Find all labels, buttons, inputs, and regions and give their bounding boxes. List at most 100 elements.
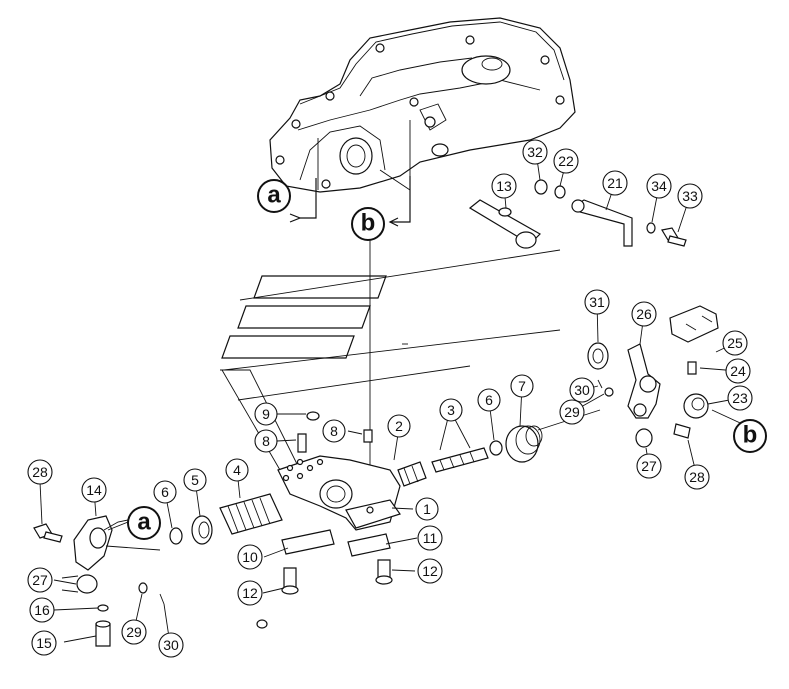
- screw-24: [687, 361, 697, 375]
- callout-24[interactable]: 24: [725, 358, 751, 384]
- callout-27b[interactable]: 27: [636, 453, 662, 479]
- bolt-12b: [375, 559, 393, 585]
- callout-13[interactable]: 13: [491, 173, 517, 199]
- ring-29b: [604, 387, 614, 397]
- callout-5[interactable]: 5: [183, 468, 207, 492]
- plate-10: [281, 529, 335, 555]
- reference-markers: a b a b: [127, 179, 767, 540]
- callout-10[interactable]: 10: [237, 544, 263, 570]
- svg-text:14: 14: [86, 482, 102, 498]
- callout-29b[interactable]: 29: [559, 399, 585, 425]
- bolt-12a: [281, 567, 299, 595]
- housing-break-lines: [289, 176, 411, 227]
- svg-text:a: a: [137, 509, 151, 536]
- lift-arm-body: [277, 455, 401, 531]
- pin-8a: [297, 433, 307, 453]
- callout-16[interactable]: 16: [29, 597, 55, 623]
- bolt-15: [95, 620, 111, 647]
- lever-14: [73, 515, 161, 571]
- ring-22: [554, 185, 566, 199]
- cotter-pin-30a: [159, 593, 165, 605]
- callout-1[interactable]: 1: [415, 497, 439, 521]
- svg-text:6: 6: [485, 392, 493, 408]
- svg-text:9: 9: [262, 406, 270, 422]
- svg-text:21: 21: [607, 175, 623, 191]
- washer-16: [97, 604, 109, 612]
- svg-text:12: 12: [242, 585, 258, 601]
- callout-25[interactable]: 25: [722, 330, 748, 356]
- small-ring: [256, 619, 268, 629]
- callout-27a[interactable]: 27: [27, 567, 53, 593]
- svg-text:32: 32: [527, 144, 543, 160]
- svg-text:12: 12: [422, 563, 438, 579]
- svg-text:a: a: [267, 182, 281, 209]
- svg-text:31: 31: [589, 294, 605, 310]
- transmission-housing: [269, 17, 576, 193]
- svg-text:34: 34: [651, 178, 667, 194]
- callout-2[interactable]: 2: [387, 414, 411, 438]
- bushing-27a: [61, 574, 98, 594]
- callout-22[interactable]: 22: [553, 148, 579, 174]
- svg-text:1: 1: [423, 501, 431, 517]
- ring-29a: [138, 582, 148, 594]
- callout-28b[interactable]: 28: [684, 464, 710, 490]
- svg-text:29: 29: [126, 624, 142, 640]
- bushing-27b: [635, 428, 653, 448]
- callout-34[interactable]: 34: [646, 173, 672, 199]
- callout-8b[interactable]: 8: [322, 419, 346, 443]
- callout-21[interactable]: 21: [602, 170, 628, 196]
- svg-text:22: 22: [558, 153, 574, 169]
- reference-marker-a-top[interactable]: a: [257, 179, 291, 213]
- callout-6b[interactable]: 6: [477, 388, 501, 412]
- svg-text:16: 16: [34, 602, 50, 618]
- callout-23[interactable]: 23: [727, 385, 753, 411]
- svg-text:27: 27: [641, 458, 657, 474]
- callout-30b[interactable]: 30: [569, 377, 595, 403]
- svg-text:4: 4: [233, 462, 241, 478]
- cotter-pin-30b: [597, 379, 603, 389]
- pin-9: [306, 411, 320, 421]
- callout-9[interactable]: 9: [254, 402, 278, 426]
- callout-31[interactable]: 31: [584, 289, 610, 315]
- callout-3[interactable]: 3: [439, 398, 463, 422]
- clevis-25: [669, 305, 719, 343]
- svg-text:8: 8: [262, 433, 270, 449]
- callout-6a[interactable]: 6: [153, 480, 177, 504]
- callout-11[interactable]: 11: [417, 525, 443, 551]
- bushing-32: [534, 179, 548, 195]
- svg-text:26: 26: [636, 306, 652, 322]
- callout-12a[interactable]: 12: [237, 580, 263, 606]
- svg-text:13: 13: [496, 178, 512, 194]
- callout-33[interactable]: 33: [677, 183, 703, 209]
- svg-text:7: 7: [518, 378, 526, 394]
- svg-text:30: 30: [574, 382, 590, 398]
- reference-marker-a-left[interactable]: a: [127, 506, 161, 540]
- svg-text:30: 30: [163, 637, 179, 653]
- callout-12b[interactable]: 12: [417, 558, 443, 584]
- callout-32[interactable]: 32: [522, 139, 548, 165]
- svg-text:10: 10: [242, 549, 258, 565]
- callout-8a[interactable]: 8: [254, 429, 278, 453]
- callout-28a[interactable]: 28: [27, 459, 53, 485]
- svg-text:b: b: [743, 422, 758, 449]
- callout-7[interactable]: 7: [510, 374, 534, 398]
- reference-marker-b-right[interactable]: b: [733, 419, 767, 453]
- svg-text:33: 33: [682, 188, 698, 204]
- shaft-3: [431, 447, 489, 473]
- svg-text:15: 15: [36, 635, 52, 651]
- bolt-28a: [33, 523, 63, 543]
- reference-marker-b-top[interactable]: b: [351, 207, 385, 241]
- callout-29a[interactable]: 29: [121, 619, 147, 645]
- callout-4[interactable]: 4: [225, 458, 249, 482]
- svg-text:25: 25: [727, 335, 743, 351]
- callout-15[interactable]: 15: [31, 630, 57, 656]
- stacked-plates: [220, 249, 561, 471]
- bolt-28b: [673, 423, 691, 439]
- seal-6a: [169, 527, 183, 545]
- callout-14[interactable]: 14: [81, 477, 107, 503]
- seal-6b: [489, 440, 503, 456]
- svg-text:b: b: [361, 210, 376, 237]
- svg-text:3: 3: [447, 402, 455, 418]
- callout-26[interactable]: 26: [631, 301, 657, 327]
- callout-30a[interactable]: 30: [158, 632, 184, 658]
